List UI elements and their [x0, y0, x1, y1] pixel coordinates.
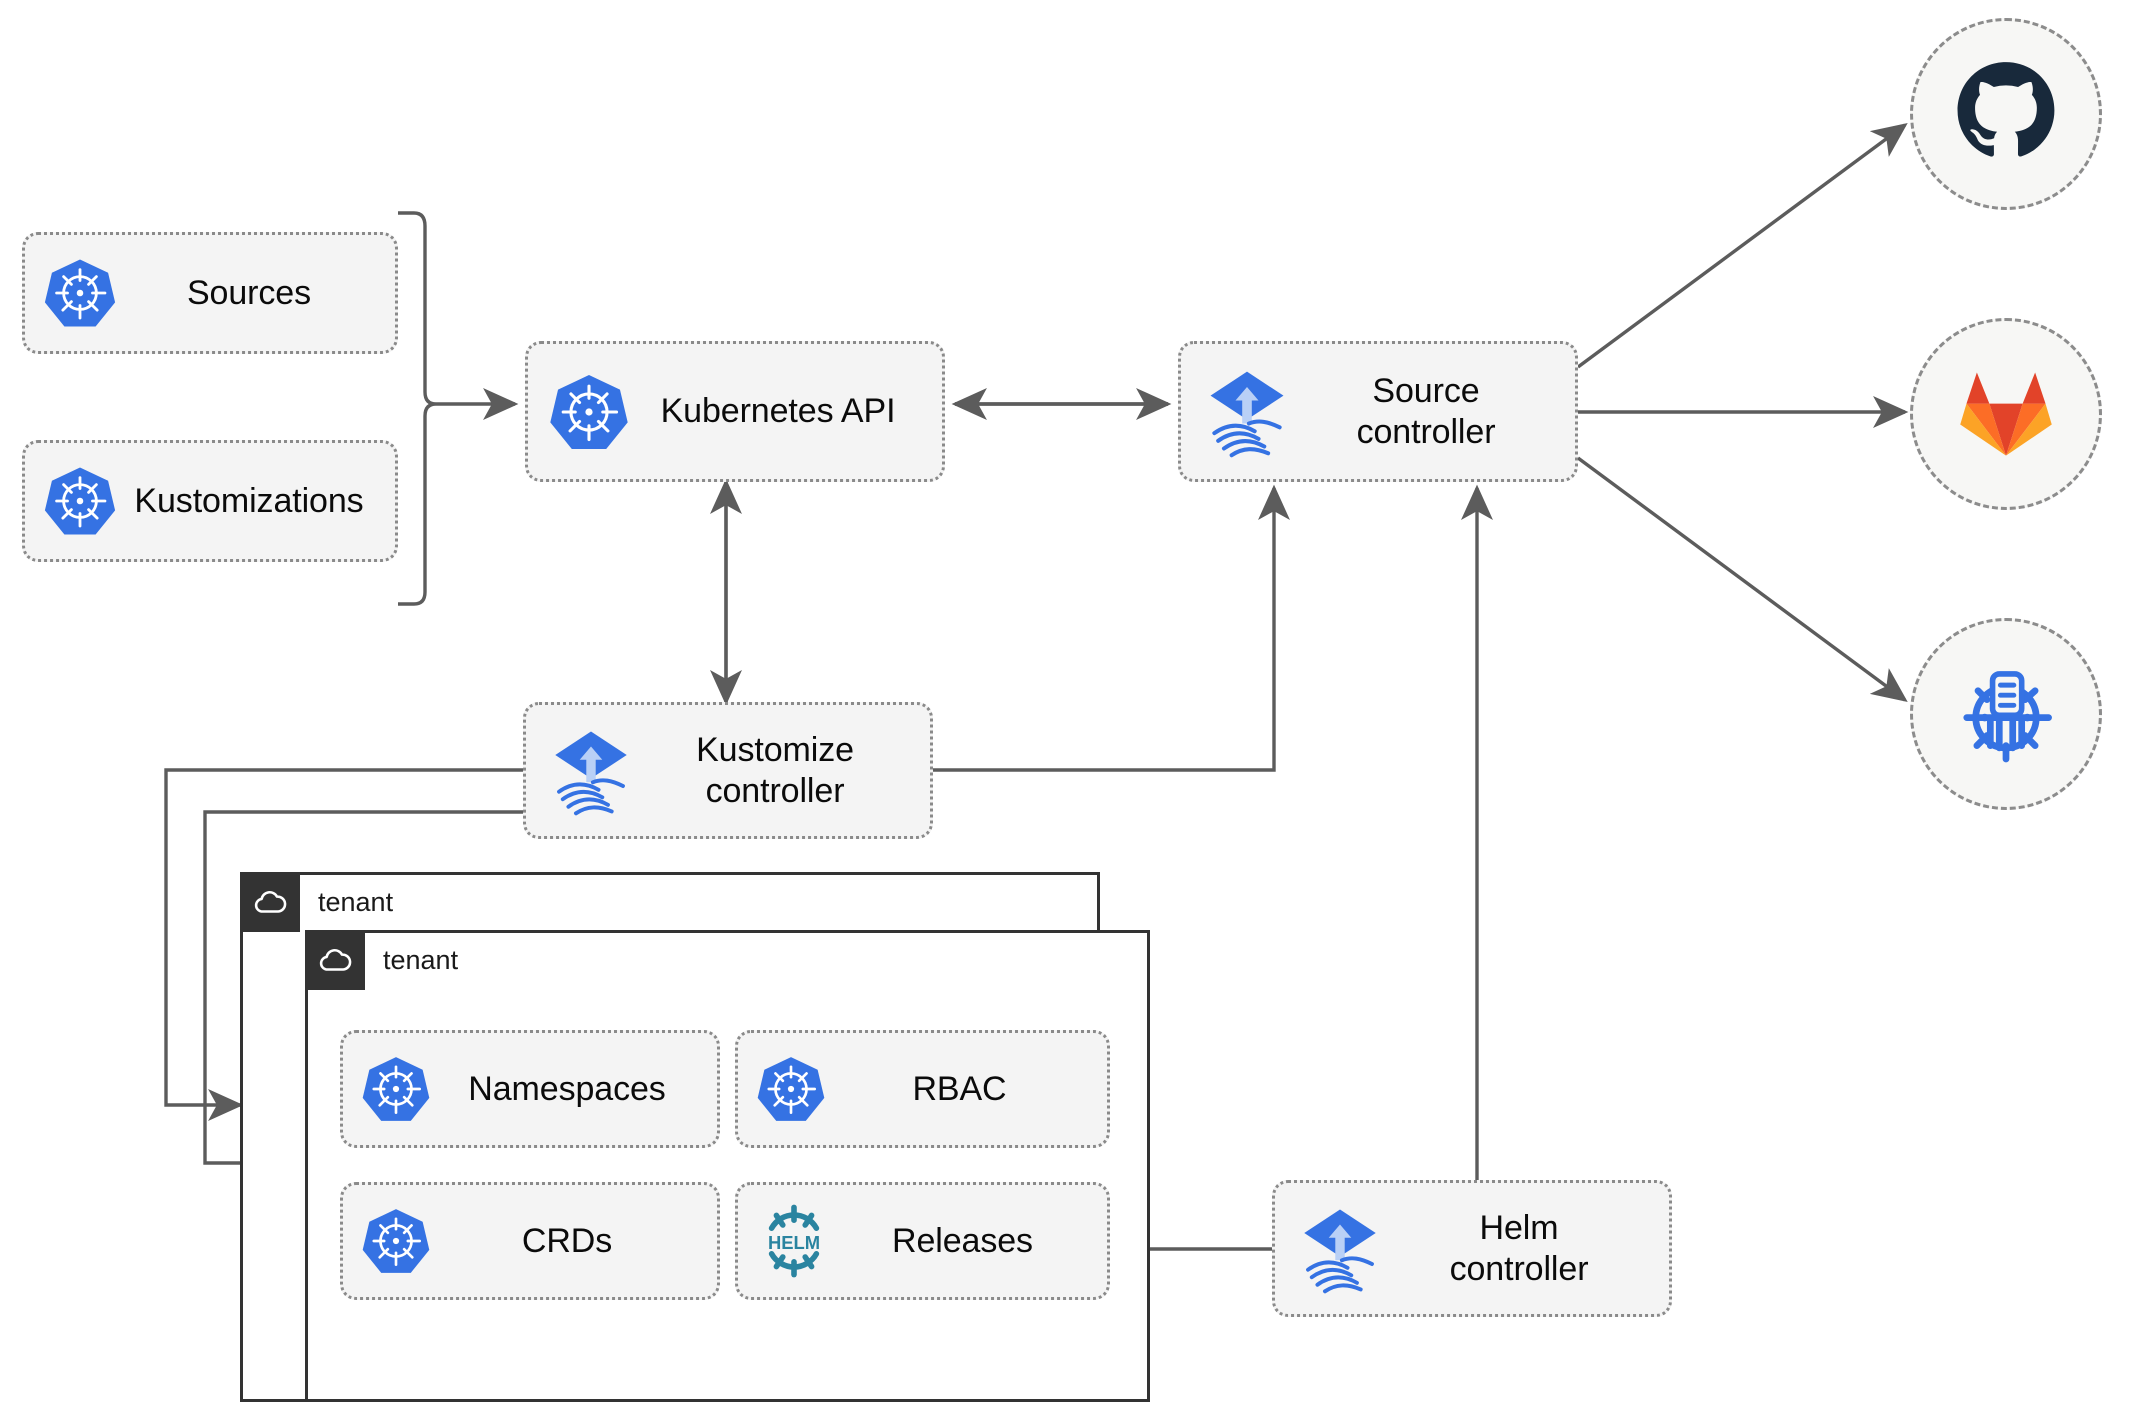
node-kustomize-controller[interactable]: Kustomize controller: [523, 702, 933, 839]
tenant-tab-outer: tenant: [240, 872, 393, 932]
node-rbac[interactable]: RBAC: [735, 1030, 1110, 1148]
helm-icon: HELM: [754, 1201, 834, 1281]
node-namespaces[interactable]: Namespaces: [340, 1030, 720, 1148]
node-label: Releases: [892, 1221, 1033, 1260]
tenant-label-inner: tenant: [383, 944, 459, 975]
node-helm-controller[interactable]: Helm controller: [1272, 1180, 1672, 1317]
tenant-label-outer: tenant: [318, 886, 394, 917]
node-label: CRDs: [521, 1221, 613, 1260]
flux-icon: [1293, 1202, 1387, 1296]
kubernetes-icon: [41, 462, 119, 540]
node-kubernetes-api[interactable]: Kubernetes API: [525, 341, 945, 482]
node-kustomizations[interactable]: Kustomizations: [22, 440, 398, 562]
tenant-container-inner: tenant: [305, 930, 1150, 1402]
edge-source-to-github: [1576, 122, 1908, 369]
node-label: RBAC: [912, 1069, 1007, 1108]
github-icon: [1954, 60, 2058, 169]
gitlab-icon: [1954, 360, 2058, 469]
provider-github[interactable]: [1910, 18, 2102, 210]
node-label: Namespaces: [468, 1069, 666, 1108]
node-crds[interactable]: CRDs: [340, 1182, 720, 1300]
node-label: Sources: [186, 273, 312, 312]
node-source-controller[interactable]: Source controller: [1178, 341, 1578, 482]
node-label: Helm controller: [1449, 1209, 1589, 1288]
node-label: Kustomize controller: [696, 731, 854, 810]
helm-wordmark: HELM: [768, 1232, 820, 1253]
flux-icon: [1199, 364, 1295, 460]
flux-icon: [544, 724, 638, 818]
kubernetes-icon: [41, 254, 119, 332]
edge-sources-bracket: [398, 211, 437, 606]
cloud-icon: [305, 930, 365, 990]
node-label: Kubernetes API: [660, 392, 896, 431]
kubernetes-icon: [546, 369, 632, 455]
kubernetes-icon: [359, 1204, 433, 1278]
kubernetes-icon: [754, 1052, 828, 1126]
provider-gitlab[interactable]: [1910, 318, 2102, 510]
tenant-tab-inner: tenant: [305, 930, 458, 990]
helm-repository-icon: [1950, 656, 2062, 773]
node-releases[interactable]: HELM Releases: [735, 1182, 1110, 1300]
provider-helm-repository[interactable]: [1910, 618, 2102, 810]
node-label: Source controller: [1356, 372, 1496, 451]
kubernetes-icon: [359, 1052, 433, 1126]
node-label: Kustomizations: [134, 481, 364, 520]
edge-kustomize-to-source: [933, 484, 1290, 772]
cloud-icon: [240, 872, 300, 932]
node-sources[interactable]: Sources: [22, 232, 398, 354]
edge-source-to-helmrepo: [1576, 456, 1908, 703]
